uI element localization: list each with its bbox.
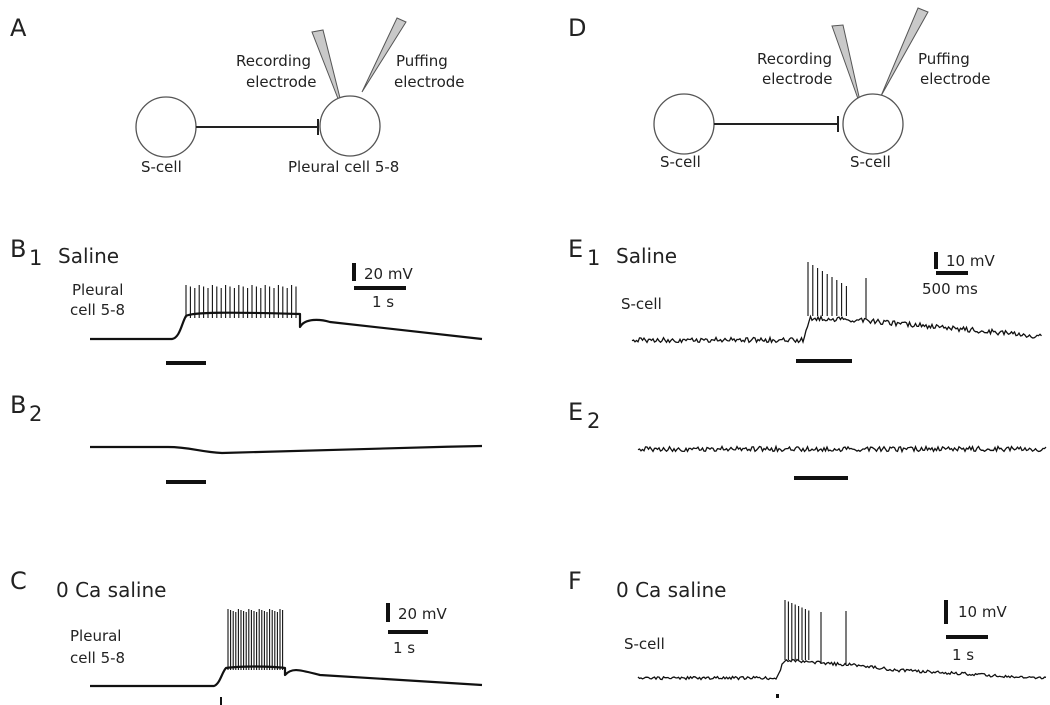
panel-d-puffing-label-2: electrode — [920, 70, 991, 88]
panel-e1-letter: E — [568, 235, 583, 263]
panel-a-puffing-label-2: electrode — [394, 73, 465, 91]
panel-d-post-cell-label: S-cell — [850, 153, 891, 171]
panel-d-letter: D — [568, 14, 586, 42]
panel-a-s-cell — [135, 96, 197, 158]
panel-a-recording-pipette — [311, 29, 345, 115]
panel-b1-scale-v-label: 20 mV — [364, 265, 413, 283]
panel-e1-scale-v-label: 10 mV — [946, 252, 995, 270]
panel-e1-condition: Saline — [616, 244, 677, 268]
panel-c-spikes — [227, 609, 284, 670]
panel-e1-subscript: 1 — [587, 246, 600, 270]
panel-e1-cell-label: S-cell — [621, 295, 662, 313]
panel-d-pre-s-cell — [653, 93, 715, 155]
panel-f-stimulus-tick — [776, 694, 779, 698]
panel-a-schematic: A Recording electrode Puffing electrode … — [10, 14, 465, 176]
panel-e2-subscript: 2 — [587, 409, 600, 433]
panel-b1-trace — [90, 311, 483, 341]
panel-f-condition: 0 Ca saline — [616, 578, 726, 602]
panel-e2-trace — [637, 444, 1047, 454]
panel-f: F 0 Ca saline S-cell 10 mV 1 s — [568, 567, 1047, 698]
panel-c-condition: 0 Ca saline — [56, 578, 166, 602]
panel-f-scale-t-label: 1 s — [952, 646, 974, 664]
panel-d-pre-cell-label: S-cell — [660, 153, 701, 171]
panel-a-recording-label-2: electrode — [246, 73, 317, 91]
panel-c: C 0 Ca saline Pleural cell 5-8 20 mV 1 s — [10, 567, 483, 705]
panel-e1: E 1 Saline S-cell 10 mV 500 ms — [568, 235, 1042, 363]
panel-b1-subscript: 1 — [29, 246, 42, 270]
panel-b2-letter: B — [10, 391, 26, 419]
panel-f-spikes — [784, 600, 847, 664]
panel-f-letter: F — [568, 567, 582, 595]
panel-a-puffing-pipette — [361, 17, 407, 93]
panel-d-recording-label-2: electrode — [762, 70, 833, 88]
panel-a-pleural-cell — [319, 95, 381, 157]
panel-a-pre-cell-label: S-cell — [141, 158, 182, 176]
panel-b1-spikes — [185, 285, 297, 318]
panel-f-cell-label: S-cell — [624, 635, 665, 653]
panel-c-scale-v-label: 20 mV — [398, 605, 447, 623]
panel-c-cell-label-2: cell 5-8 — [70, 649, 125, 667]
panel-d-recording-pipette — [831, 24, 863, 111]
panel-e1-trace — [631, 314, 1042, 344]
panel-a-recording-label-1: Recording — [236, 52, 311, 70]
panel-a-post-cell-label: Pleural cell 5-8 — [288, 158, 399, 176]
panel-d-schematic: D Recording electrode Puffing electrode … — [568, 7, 991, 171]
panel-a-puffing-label-1: Puffing — [396, 52, 448, 70]
panel-e1-spikes — [807, 262, 867, 318]
panel-d-puffing-pipette — [880, 7, 929, 97]
panel-a-letter: A — [10, 14, 27, 42]
panel-e1-scale-t-label: 500 ms — [922, 280, 978, 298]
panel-b1-cell-label-2: cell 5-8 — [70, 301, 125, 319]
panel-b1-cell-label-1: Pleural — [72, 281, 123, 299]
panel-c-letter: C — [10, 567, 27, 595]
panel-c-cell-label-1: Pleural — [70, 627, 121, 645]
panel-b2-subscript: 2 — [29, 402, 42, 426]
panel-b1-scale-t-label: 1 s — [372, 293, 394, 311]
panel-d-recording-label-1: Recording — [757, 50, 832, 68]
panel-d-post-s-cell — [842, 93, 904, 155]
panel-b1-letter: B — [10, 235, 26, 263]
panel-b2: B 2 — [10, 391, 483, 484]
panel-e2: E 2 — [568, 398, 1047, 480]
panel-d-puffing-label-1: Puffing — [918, 50, 970, 68]
panel-f-trace — [637, 658, 1047, 681]
panel-b1-condition: Saline — [58, 244, 119, 268]
panel-b1: B 1 Saline Pleural cell 5-8 20 mV 1 s — [10, 235, 483, 365]
panel-c-trace — [90, 665, 483, 688]
panel-b2-trace — [90, 444, 483, 455]
panel-e2-letter: E — [568, 398, 583, 426]
panel-c-scale-t-label: 1 s — [393, 639, 415, 657]
panel-f-scale-v-label: 10 mV — [958, 603, 1007, 621]
